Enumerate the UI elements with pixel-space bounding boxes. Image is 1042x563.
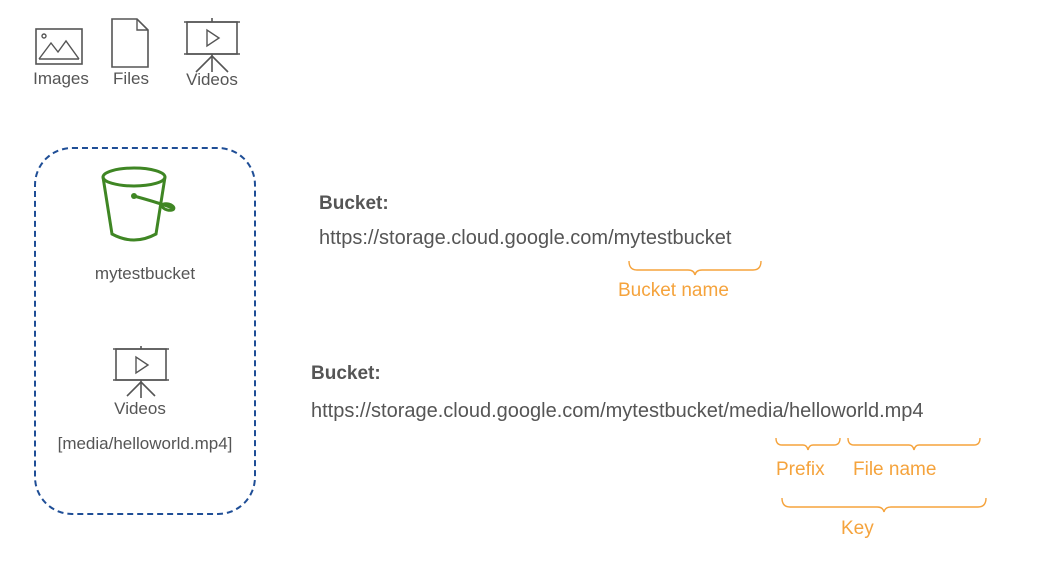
example1-heading: Bucket:	[319, 193, 389, 214]
video-icon	[113, 346, 169, 398]
example2-heading: Bucket:	[311, 363, 381, 384]
bucket-icon	[101, 166, 176, 242]
bucket-name-annotation: Bucket name	[618, 280, 729, 301]
bucket-name-brace	[628, 260, 762, 276]
images-label: Images	[33, 69, 89, 88]
bucket-container	[34, 147, 256, 515]
video-icon	[184, 18, 240, 73]
filename-brace	[847, 437, 981, 451]
example2-url: https://storage.cloud.google.com/mytestb…	[311, 400, 924, 422]
legend: Images Files Videos	[28, 14, 258, 94]
files-label: Files	[113, 69, 149, 88]
key-annotation: Key	[841, 518, 874, 539]
prefix-annotation: Prefix	[776, 459, 825, 480]
file-icon	[111, 18, 149, 68]
videos-label: Videos	[186, 70, 238, 89]
bucket-name: mytestbucket	[94, 264, 196, 283]
example1-url: https://storage.cloud.google.com/mytestb…	[319, 227, 732, 249]
filename-annotation: File name	[853, 459, 937, 480]
key-brace	[781, 497, 987, 513]
object-key-label: [media/helloworld.mp4]	[57, 434, 233, 453]
prefix-brace	[775, 437, 841, 451]
object-type-label: Videos	[114, 399, 166, 418]
image-icon	[35, 28, 83, 65]
